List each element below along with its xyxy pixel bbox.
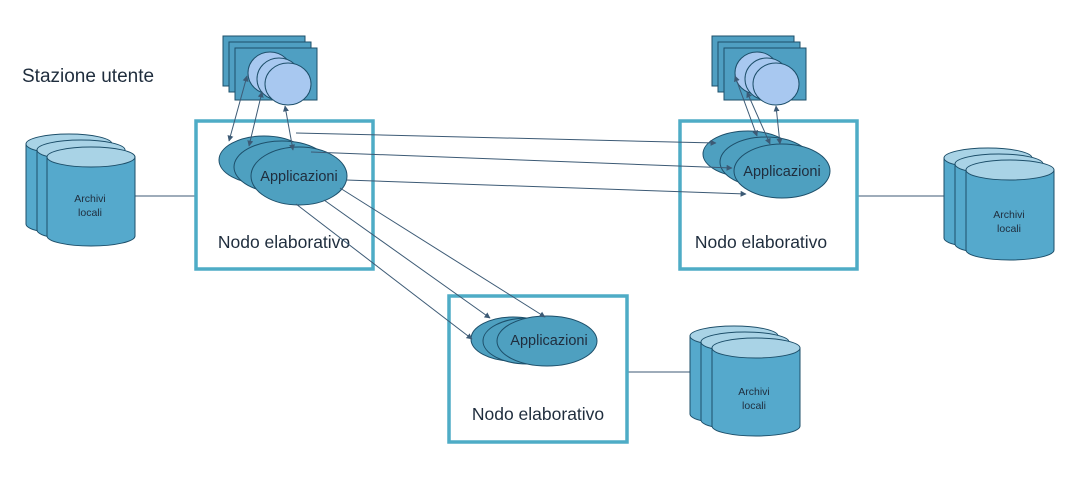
station-app-arrows-right xyxy=(734,75,783,145)
left-to-right-arrows xyxy=(295,132,747,197)
applications-left: Applicazioni xyxy=(218,135,348,206)
user-station-title: Stazione utente xyxy=(22,66,154,87)
archive-connectors xyxy=(135,195,948,373)
archive-bottom: Archivi locali xyxy=(689,325,801,437)
archive-left-label-line1: Archivi xyxy=(74,193,106,205)
archive-bottom-label-line1: Archivi xyxy=(738,386,770,398)
applications-left-label: Applicazioni xyxy=(260,169,337,185)
user-station-right xyxy=(711,35,807,106)
applications-bottom: Applicazioni xyxy=(470,315,598,367)
node-bottom: Nodo elaborativo xyxy=(447,294,629,444)
archive-right: Archivi locali xyxy=(943,147,1055,261)
archive-left-label-line2: locali xyxy=(78,207,102,219)
applications-right: Applicazioni xyxy=(702,130,831,199)
applications-bottom-label: Applicazioni xyxy=(510,333,587,349)
applications-right-label: Applicazioni xyxy=(743,164,820,180)
node-bottom-border xyxy=(447,294,629,444)
node-left-label: Nodo elaborativo xyxy=(218,232,350,252)
node-bottom-label: Nodo elaborativo xyxy=(472,404,604,424)
archive-left: Archivi locali xyxy=(25,133,136,247)
node-right-label: Nodo elaborativo xyxy=(695,232,827,252)
archive-right-label-line2: locali xyxy=(997,223,1021,235)
user-station-left xyxy=(222,35,318,106)
station-app-arrows-left xyxy=(227,75,295,151)
archive-right-label-line1: Archivi xyxy=(993,209,1025,221)
left-to-bottom-arrows xyxy=(295,187,546,340)
archive-bottom-label-line2: locali xyxy=(742,400,766,412)
